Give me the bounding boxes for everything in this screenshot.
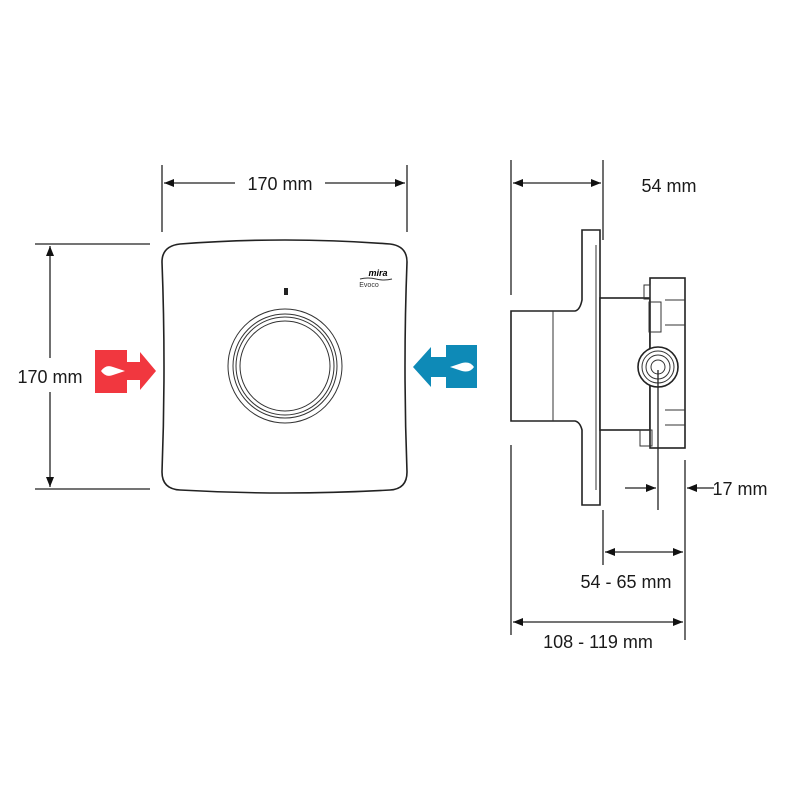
width-dimension-label: 170 mm [247,174,312,194]
total-depth-label: 108 - 119 mm [543,632,653,652]
side-view: 54 mm 17 mm 54 - 65 mm 108 - 119 mm [510,160,768,652]
model-name: Evoco [359,282,379,289]
faceplate [161,239,408,494]
inlet-offset-label: 17 mm [712,479,767,499]
height-dimension-label: 170 mm [17,367,82,387]
wall-depth-label: 54 - 65 mm [580,572,671,592]
control-dial[interactable] [227,308,343,424]
brand-logo: mira [368,268,387,278]
front-view: 170 mm 170 mm mira Evoco [17,165,408,494]
hot-water-inlet-icon [95,350,156,393]
depth-dimension-label: 54 mm [641,176,696,196]
cold-water-inlet-icon [413,345,477,388]
indicator-led [284,288,288,295]
